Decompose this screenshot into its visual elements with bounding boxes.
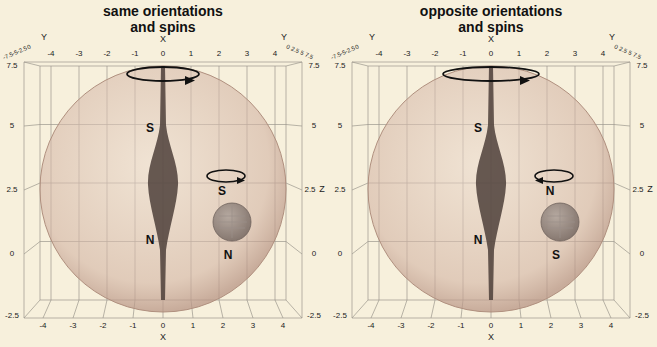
axis-tick: -3 <box>403 50 410 58</box>
axis-tick: -3 <box>69 322 76 330</box>
axis-tick: 3 <box>579 322 583 330</box>
axis-tick: 0 <box>161 322 165 330</box>
axis-tick: -4 <box>47 50 54 58</box>
pole-label: S <box>218 185 226 198</box>
axis-name: Z <box>319 185 325 194</box>
axis-tick: -3 <box>397 322 404 330</box>
axis-tick: 3 <box>251 322 255 330</box>
axis-name: Y <box>41 33 47 42</box>
axis-tick: 2 <box>221 322 225 330</box>
axis-tick: -2.5 <box>307 312 321 320</box>
axis-tick: 7.5 <box>6 62 17 70</box>
axis-tick: -2 <box>431 50 438 58</box>
axis-tick: 1 <box>189 50 193 58</box>
axis-tick: -4 <box>367 322 374 330</box>
axis-tick: 2.5 <box>632 186 643 194</box>
axis-tick: 0 <box>613 43 619 50</box>
axis-tick: -2.5 <box>333 312 347 320</box>
axis-tick: -2 <box>103 50 110 58</box>
axis-tick: 2 <box>549 322 553 330</box>
axis-tick: 2 <box>545 50 549 58</box>
axis-tick: 3 <box>573 50 577 58</box>
spin-arrow <box>237 177 245 184</box>
axis-tick: 2.5 <box>290 45 300 54</box>
axis-tick: -1 <box>459 50 466 58</box>
pole-label: S <box>146 122 154 135</box>
panel-title: same orientations and spins <box>96 3 231 35</box>
axis-tick: -2.5 <box>5 312 19 320</box>
panel-title: opposite orientations and spins <box>411 3 571 35</box>
axis-tick: 5 <box>312 122 316 130</box>
axis-name: X <box>160 35 166 44</box>
axis-tick: -3 <box>75 50 82 58</box>
axis-tick: -2 <box>427 322 434 330</box>
pole-label: N <box>146 234 155 247</box>
pole-label: S <box>552 249 560 262</box>
axis-tick: 2.5 <box>6 186 17 194</box>
axis-tick: 2.5 <box>304 186 315 194</box>
axis-tick: 7.5 <box>632 51 642 60</box>
axis-tick: 0 <box>489 322 493 330</box>
axis-tick: 0 <box>489 50 493 58</box>
axis-tick: 0 <box>10 250 14 258</box>
axis-name: Y <box>609 33 615 42</box>
axis-tick: -2 <box>99 322 106 330</box>
axis-tick: 5 <box>10 122 14 130</box>
axis-name: X <box>488 35 494 44</box>
axis-tick: 1 <box>191 322 195 330</box>
axis-tick: 4 <box>609 322 613 330</box>
axis-tick: -4 <box>39 322 46 330</box>
axis-name: Y <box>281 33 287 42</box>
axis-tick: 0 <box>338 250 342 258</box>
axis-tick: 0 <box>312 250 316 258</box>
axis-tick: -1 <box>131 50 138 58</box>
axis-tick: 5 <box>627 49 633 56</box>
axis-tick: 7.5 <box>636 62 647 70</box>
axis-tick: 2.5 <box>618 45 628 54</box>
spin-arrow <box>185 76 195 85</box>
axis-tick: 2.5 <box>334 186 345 194</box>
axis-tick: 2 <box>217 50 221 58</box>
axis-tick: 5 <box>338 122 342 130</box>
axis-tick: 4 <box>281 322 285 330</box>
right-panel <box>352 62 630 318</box>
axis-tick: 7.5 <box>334 62 345 70</box>
axis-name: Y <box>369 33 375 42</box>
pole-label: N <box>546 185 555 198</box>
axis-tick: -1 <box>129 322 136 330</box>
axis-tick: 4 <box>273 50 277 58</box>
axis-tick: -1 <box>457 322 464 330</box>
axis-tick: 5 <box>299 49 305 56</box>
axis-tick: 0 <box>161 50 165 58</box>
axis-tick: 7.5 <box>308 62 319 70</box>
axis-name: X <box>160 333 166 342</box>
axis-tick: 0 <box>640 250 644 258</box>
axis-name: Z <box>647 185 653 194</box>
pole-label: N <box>474 234 483 247</box>
spin-arrow <box>535 177 543 184</box>
axis-tick: 5 <box>640 122 644 130</box>
axis-tick: 1 <box>517 50 521 58</box>
left-panel <box>24 62 302 318</box>
axis-tick: -2.5 <box>635 312 649 320</box>
axis-tick: 7.5 <box>304 51 314 60</box>
pole-label: S <box>474 122 482 135</box>
axis-tick: 1 <box>519 322 523 330</box>
axis-tick: 3 <box>245 50 249 58</box>
axis-name: X <box>488 333 494 342</box>
pole-label: N <box>224 249 233 262</box>
axis-tick: -4 <box>375 50 382 58</box>
spin-arrow <box>520 76 530 85</box>
axis-tick: 4 <box>601 50 605 58</box>
axis-tick: 0 <box>285 43 291 50</box>
